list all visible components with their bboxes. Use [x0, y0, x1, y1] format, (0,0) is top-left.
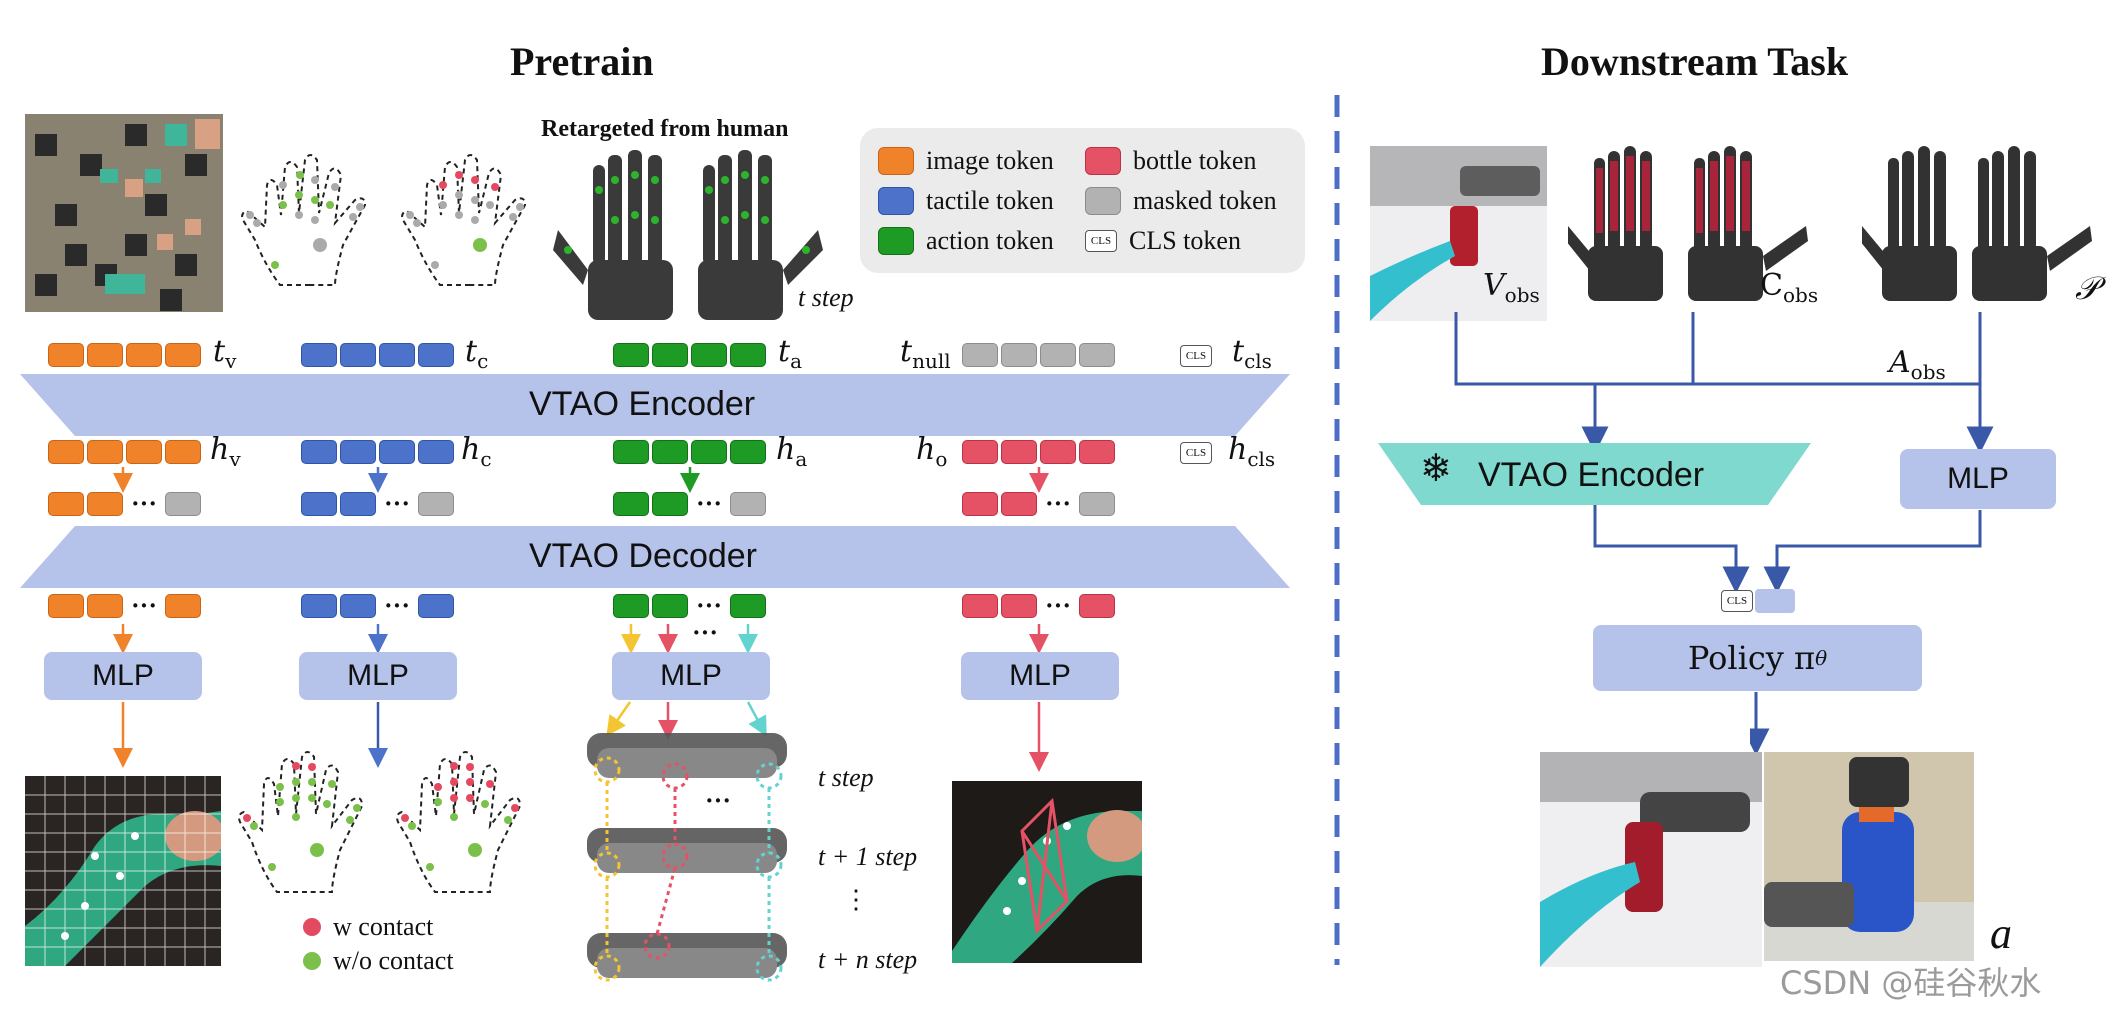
vtao-decoder-block: [20, 526, 1290, 588]
masked-tactile-row: ···: [301, 491, 455, 517]
label-ha: ha: [776, 432, 808, 471]
tactile-hand-right: [401, 154, 527, 286]
mlp-output-arrows: [113, 701, 1049, 772]
mlp-action-obs: MLP: [1900, 449, 2056, 509]
hidden-image-tokens: [48, 440, 201, 464]
tactile-hand-left: [241, 154, 367, 286]
cls-badge-icon: CLS: [1085, 230, 1117, 252]
traj-dots: ···: [705, 786, 732, 815]
red-dot-icon: [303, 918, 321, 936]
decoded-image-row: ···: [48, 593, 202, 619]
legend-without-contact: w/o contact: [303, 946, 454, 976]
legend-masked: masked token: [1085, 186, 1277, 216]
label-cobs: Cobs: [1760, 268, 1819, 307]
token-legend: image token tactile token action token b…: [860, 128, 1305, 273]
decoded-bottle-row: ···: [962, 593, 1116, 619]
hidden-to-masked-arrows: [113, 467, 1049, 493]
masked-image-row: ···: [48, 491, 202, 517]
masked-bottle-row: ···: [962, 491, 1116, 517]
sim-execution-image: [1540, 752, 1762, 967]
proprioception-hands: [1862, 146, 2092, 301]
input-tactile-tokens: [301, 343, 454, 367]
decoded-tactile-row: ···: [301, 593, 455, 619]
retargeted-label: Retargeted from human: [541, 116, 789, 142]
downstream-connectors: [1454, 312, 1994, 594]
frozen-encoder-label: VTAO Encoder: [1478, 456, 1705, 494]
label-hc: hc: [461, 432, 492, 471]
frozen-encoder-block: [1378, 443, 1811, 505]
bottle-reconstruction-image: [952, 781, 1142, 963]
label-tcls: tcls: [1232, 334, 1272, 373]
tactile-observation-hands: [1568, 146, 1808, 301]
step-t1: t + 1 step: [818, 842, 918, 871]
cls-token-in: CLS: [1180, 345, 1212, 367]
legend-bottle: bottle token: [1085, 146, 1256, 176]
decoder-label: VTAO Decoder: [529, 537, 758, 575]
step-vdots: ⋮: [843, 885, 869, 914]
decoder-to-mlp-arrows: [113, 624, 1049, 654]
label-p: 𝒫: [2075, 270, 2099, 306]
input-image-tokens: [48, 343, 201, 367]
mlp-tactile: MLP: [299, 652, 457, 700]
real-execution-image: [1764, 752, 1974, 961]
hidden-bottle-tokens: [962, 440, 1115, 464]
input-null-tokens: [962, 343, 1115, 367]
downstream-title: Downstream Task: [1541, 39, 1849, 84]
label-hcls: hcls: [1228, 432, 1276, 471]
label-vobs: Vobs: [1483, 268, 1540, 307]
legend-tactile: tactile token: [878, 186, 1054, 216]
masked-action-row: ···: [613, 491, 767, 517]
label-ho: ho: [916, 432, 948, 471]
encoder-label: VTAO Encoder: [529, 385, 756, 423]
label-ta: ta: [778, 334, 802, 373]
legend-with-contact: w contact: [303, 912, 454, 942]
mlp-action: MLP: [612, 652, 770, 700]
tactile-hand-output-left: [238, 751, 364, 893]
t-step-label: t step: [798, 283, 854, 312]
reconstructed-image: [25, 776, 221, 966]
section-divider: [1334, 95, 1340, 965]
feature-token: [1755, 589, 1795, 613]
hidden-tactile-tokens: [301, 440, 454, 464]
tactile-hand-output-right: [396, 751, 522, 893]
input-action-tokens: [613, 343, 766, 367]
hidden-action-tokens: [613, 440, 766, 464]
mlp-image: MLP: [44, 652, 202, 700]
step-tn: t + n step: [818, 945, 918, 974]
legend-action: action token: [878, 226, 1054, 256]
decoded-action-row: ···: [613, 593, 767, 619]
snowflake-icon: ❄: [1420, 448, 1452, 490]
label-tv: tv: [213, 334, 237, 373]
step-t: t step: [818, 763, 874, 792]
policy-output-arrow: [1750, 692, 1770, 755]
label-aobs: Aobs: [1889, 345, 1946, 384]
label-tnull: tnull: [900, 334, 951, 373]
vision-observation-image: [1370, 146, 1547, 321]
action-dots: ···: [692, 618, 719, 647]
vtao-encoder-block: [20, 374, 1290, 436]
masked-image-thumbnail: [25, 114, 223, 312]
label-tc: tc: [465, 334, 489, 373]
label-hv: hv: [210, 432, 241, 471]
action-trajectory-hands: [587, 733, 787, 982]
contact-legend: w contact w/o contact: [303, 912, 454, 976]
watermark: CSDN @硅谷秋水: [1780, 964, 2042, 1002]
legend-image: image token: [878, 146, 1054, 176]
green-dot-icon: [303, 952, 321, 970]
mlp-bottle: MLP: [961, 652, 1119, 700]
pretrain-title: Pretrain: [510, 39, 654, 84]
cls-token-hidden: CLS: [1180, 442, 1212, 464]
cls-feature-badge: CLS: [1721, 590, 1753, 612]
robot-hands-retargeted: [553, 150, 823, 320]
action-output-label: a: [1990, 909, 2012, 958]
